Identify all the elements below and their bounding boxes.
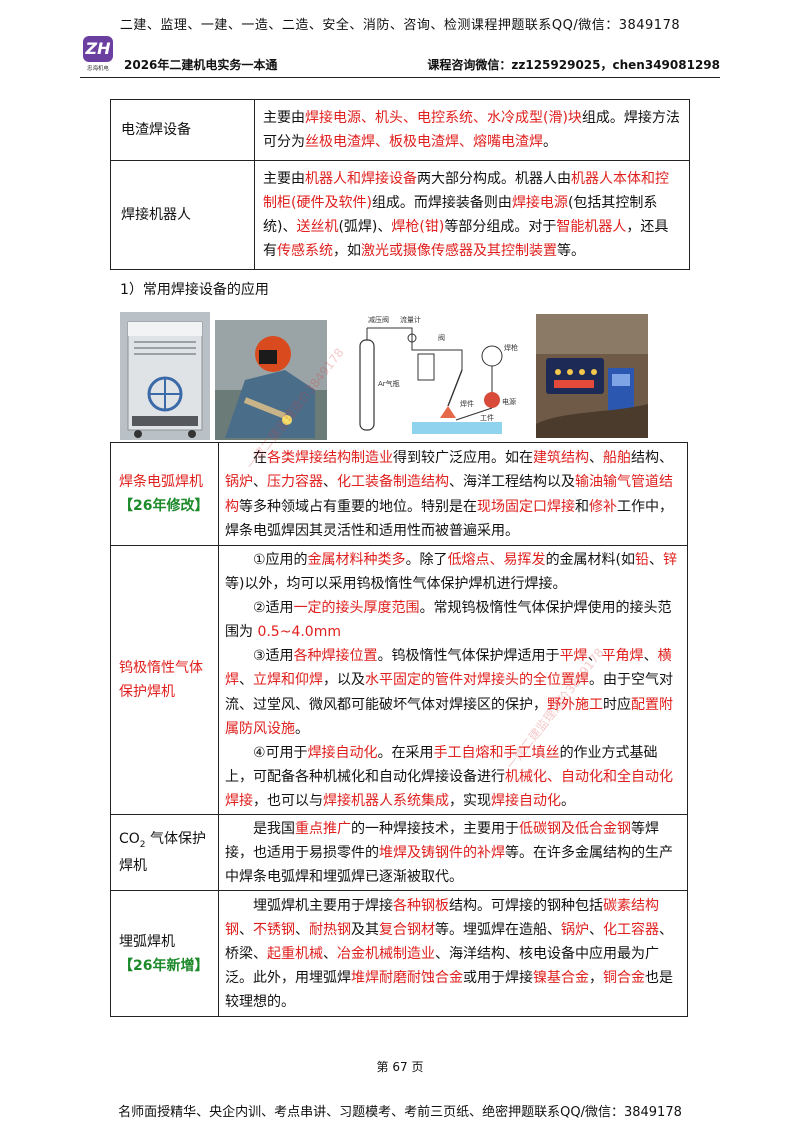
table-row: 焊条电弧焊机 【26年修改】 在各类焊接结构制造业得到较广泛应用。如在建筑结构、… [110, 442, 688, 546]
row-name-text: CO2 气体保护焊机 [119, 831, 206, 874]
top-banner: 二建、监理、一建、一造、二造、安全、消防、咨询、检测课程押题联系QQ/微信：38… [119, 18, 681, 33]
row-desc: 主要由焊接电源、机头、电控系统、水冷成型(滑)块组成。焊接方法可分为丝极电渣焊、… [254, 98, 690, 162]
row-desc: ①应用的金属材料种类多。除了低熔点、易挥发的金属材料(如铅、锌等)以外，均可以采… [218, 545, 688, 815]
row-desc: 埋弧焊机主要用于焊接各种钢板结构。可焊接的钢种包括碳素结构钢、不锈钢、耐热钢及其… [218, 890, 688, 1018]
table-row: 焊接机器人 主要由机器人和焊接设备两大部分构成。机器人由机器人本体和控制柜(硬件… [110, 160, 690, 271]
table-row: 电渣焊设备 主要由焊接电源、机头、电控系统、水冷成型(滑)块组成。焊接方法可分为… [110, 98, 690, 162]
contact-info: 课程咨询微信：zz125929025，chen349081298 [427, 58, 720, 72]
row-tag: 【26年新增】 [119, 957, 209, 974]
logo-mark-icon: ZH [83, 36, 113, 62]
logo-text: 忠海机电 [87, 65, 109, 72]
book-title: 2026年二建机电实务一本通 [124, 58, 278, 72]
row-name: 焊接机器人 [110, 160, 255, 271]
logo: ZH 忠海机电 [80, 36, 116, 76]
row-name: 埋弧焊机 【26年新增】 [110, 890, 219, 1018]
row-name: 焊条电弧焊机 【26年修改】 [110, 442, 219, 546]
row-name-text: 焊条电弧焊机 [119, 473, 203, 490]
row-desc: 主要由机器人和焊接设备两大部分构成。机器人由机器人本体和控制柜(硬件及软件)组成… [254, 160, 690, 271]
diagram-label: 流量计 [400, 315, 421, 324]
diagram-label: 焊件 [460, 399, 474, 408]
row-desc: 是我国重点推广的一种焊接技术，主要用于低碳钢及低合金钢等焊接，也适用于易损零件的… [218, 813, 688, 892]
row-tag: 【26年修改】 [119, 498, 209, 514]
diagram-label: 工件 [480, 413, 494, 422]
row-desc: 在各类焊接结构制造业得到较广泛应用。如在建筑结构、船舶结构、锅炉、压力容器、化工… [218, 442, 688, 546]
arc-welder-image [120, 312, 210, 440]
equipment-images: 减压阀 流量计 阀 焊枪 电源 焊件 工件 Ar气瓶 [120, 310, 680, 442]
diagram-label: Ar气瓶 [378, 379, 400, 388]
page-header: ZH 忠海机电 2026年二建机电实务一本通 课程咨询微信：zz12592902… [80, 36, 720, 78]
diagram-label: 电源 [502, 397, 516, 406]
row-name: CO2 气体保护焊机 [110, 813, 219, 892]
section-title: 1）常用焊接设备的应用 [120, 282, 269, 298]
welder-photo [215, 320, 327, 440]
diagram-label: 阀 [438, 333, 445, 342]
row-name-text: 钨极惰性气体保护焊机 [119, 659, 203, 700]
auto-welding-photo [536, 314, 648, 438]
diagram-label: 焊枪 [504, 343, 518, 352]
welding-equipment-table-2: 焊条电弧焊机 【26年修改】 在各类焊接结构制造业得到较广泛应用。如在建筑结构、… [110, 442, 688, 1018]
bottom-banner: 名师面授精华、央企内训、考点串讲、习题模考、考前三页纸、绝密押题联系QQ/微信：… [118, 1105, 682, 1120]
row-name: 电渣焊设备 [110, 98, 255, 162]
tig-welding-diagram: 减压阀 流量计 阀 焊枪 电源 焊件 工件 Ar气瓶 [352, 310, 524, 442]
table-row: CO2 气体保护焊机 是我国重点推广的一种焊接技术，主要用于低碳钢及低合金钢等焊… [110, 813, 688, 892]
welding-equipment-table-1: 电渣焊设备 主要由焊接电源、机头、电控系统、水冷成型(滑)块组成。焊接方法可分为… [110, 98, 690, 271]
table-row: 钨极惰性气体保护焊机 ①应用的金属材料种类多。除了低熔点、易挥发的金属材料(如铅… [110, 545, 688, 815]
page-number: 第 67 页 [376, 1060, 424, 1074]
table-row: 埋弧焊机 【26年新增】 埋弧焊机主要用于焊接各种钢板结构。可焊接的钢种包括碳素… [110, 890, 688, 1018]
row-name: 钨极惰性气体保护焊机 [110, 545, 219, 815]
diagram-label: 减压阀 [368, 315, 389, 324]
row-name-text: 埋弧焊机 [119, 933, 175, 950]
